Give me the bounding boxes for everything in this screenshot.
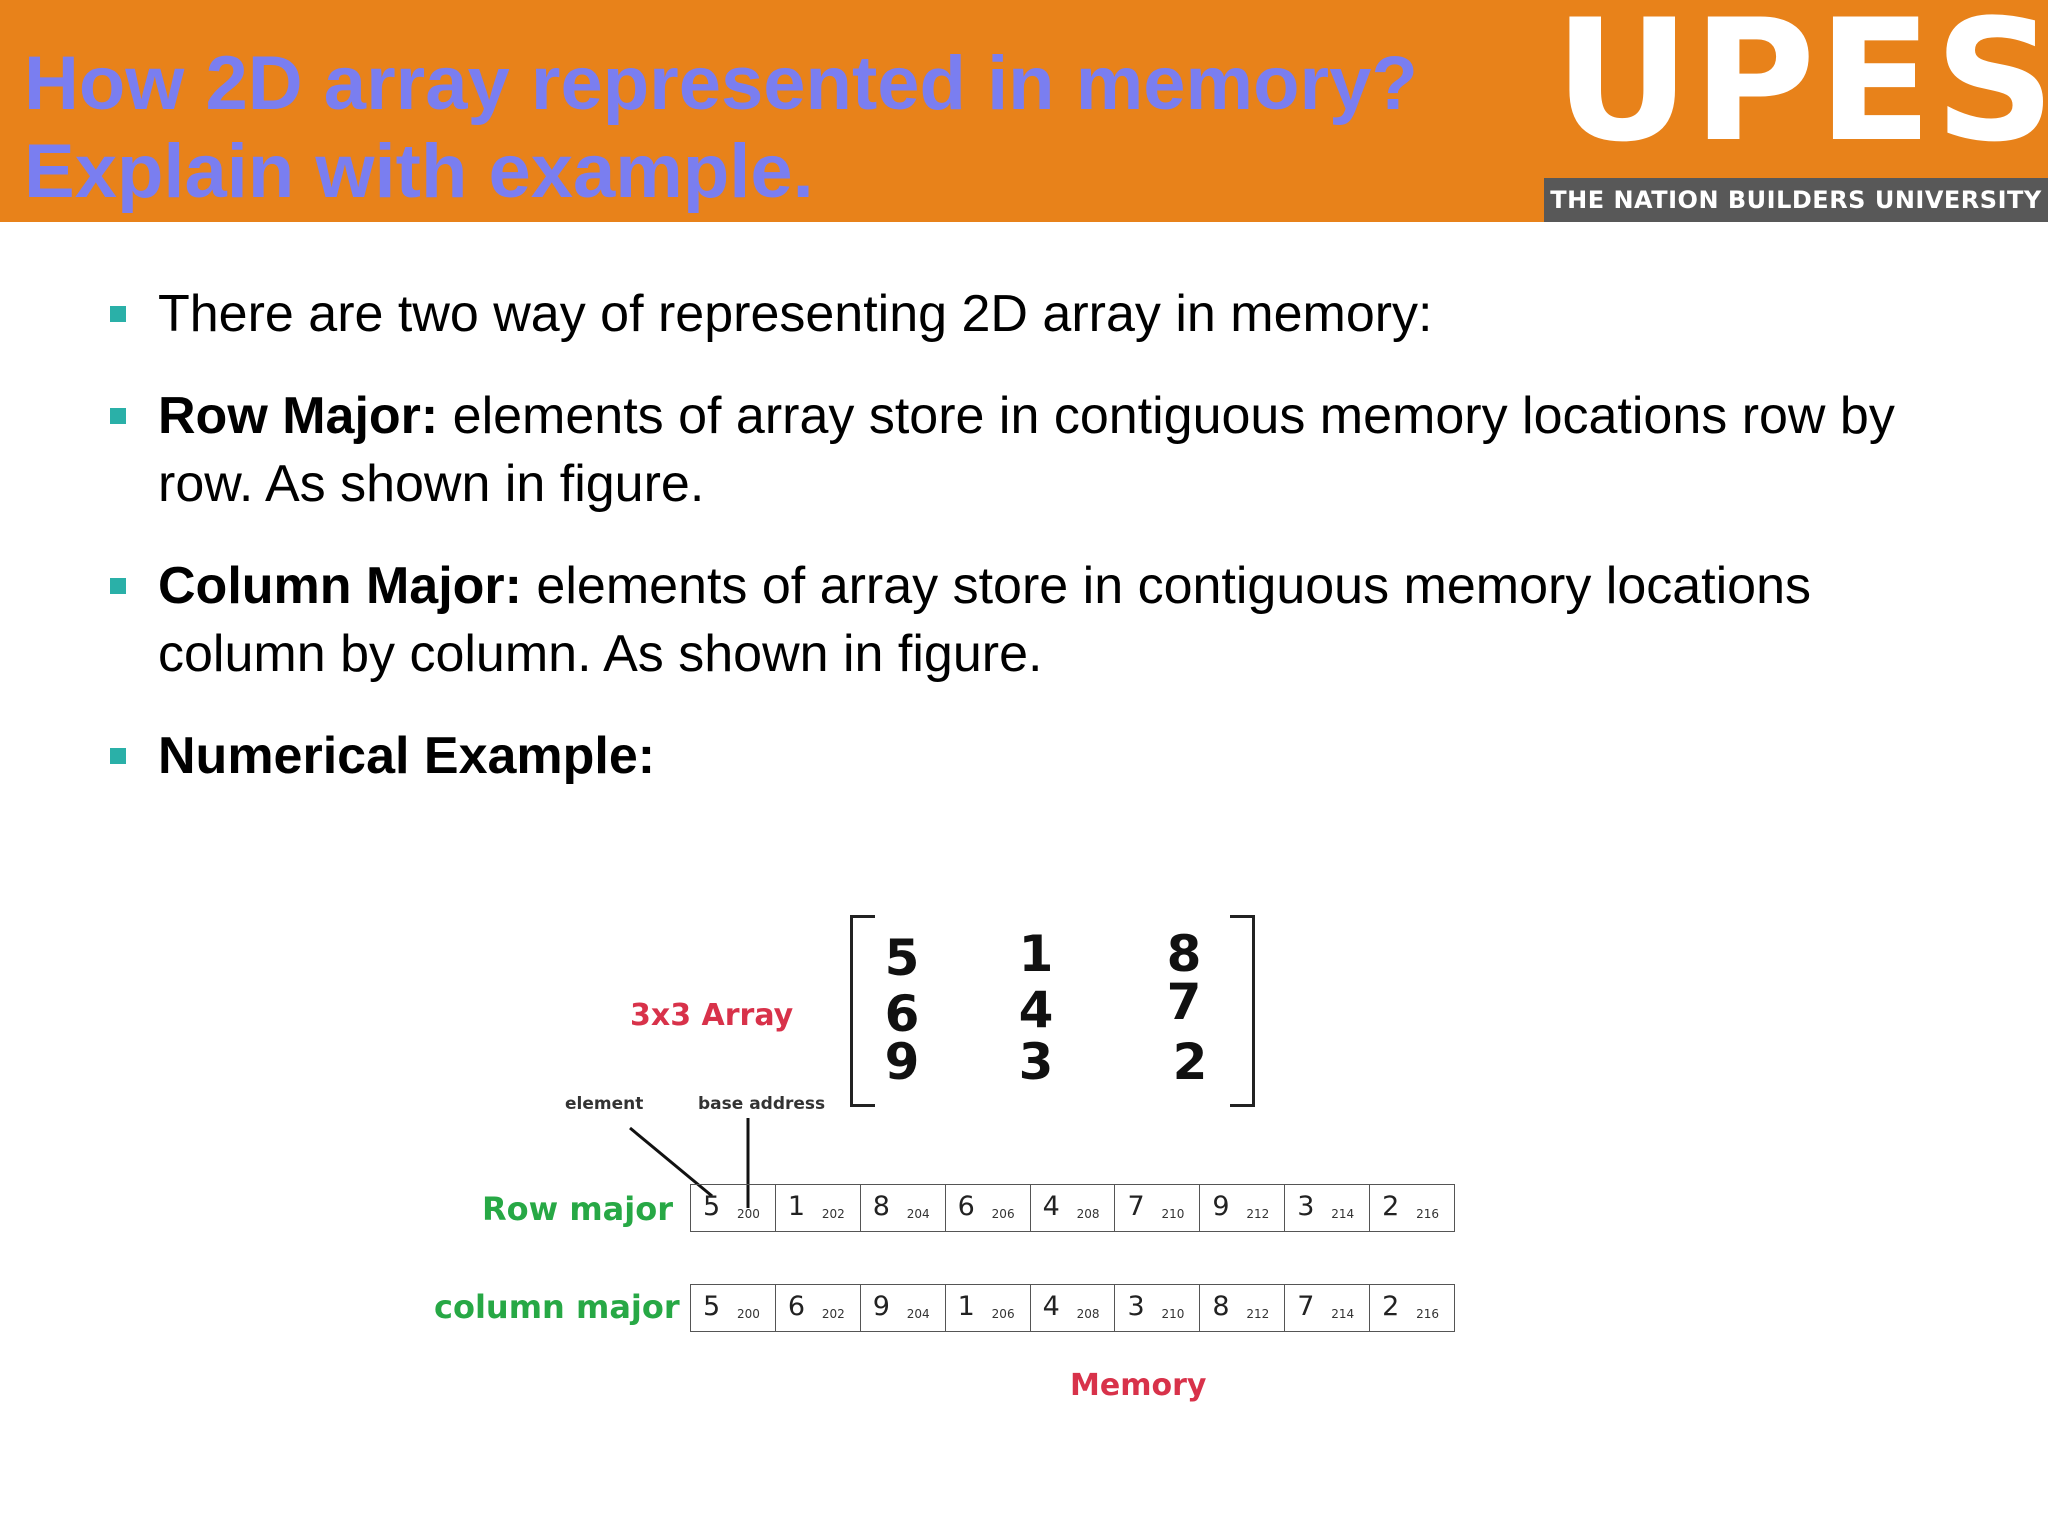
- memory-cell: 2 216: [1370, 1185, 1454, 1231]
- memory-cell-address: 206: [991, 1207, 1015, 1221]
- memory-cell-address: 200: [737, 1307, 760, 1321]
- matrix-right-bracket: [1230, 915, 1255, 1107]
- matrix-cell: 7: [1166, 973, 1202, 1031]
- memory-cell-value: 8: [1212, 1291, 1230, 1322]
- bullet-square-icon: [110, 578, 126, 594]
- logo-tagline: THE NATION BUILDERS UNIVERSITY: [1544, 178, 2048, 222]
- memory-cell-value: 2: [1382, 1291, 1400, 1322]
- bullet-bold: Numerical Example:: [158, 727, 656, 785]
- memory-cell: 3 210: [1115, 1285, 1201, 1331]
- memory-cell-address: 212: [1246, 1207, 1270, 1221]
- upes-logo: UPES THE NATION BUILDERS UNIVERSITY: [1544, 0, 2048, 222]
- bullet-list: There are two way of representing 2D arr…: [110, 280, 1990, 824]
- memory-cell-value: 9: [872, 1291, 890, 1322]
- bullet-square-icon: [110, 408, 126, 424]
- matrix-cell: 1: [1018, 925, 1054, 983]
- memory-cell: 9 204: [861, 1285, 946, 1331]
- memory-cell: 6 206: [946, 1185, 1031, 1231]
- element-label: element: [565, 1094, 644, 1114]
- memory-cell: 7 210: [1115, 1185, 1201, 1231]
- memory-cell-value: 6: [957, 1191, 975, 1222]
- memory-cell-value: 4: [1042, 1291, 1060, 1322]
- memory-cell-address: 202: [821, 1307, 845, 1321]
- bullet-bold: Column Major:: [158, 557, 522, 615]
- slide-title: How 2D array represented in memory? Expl…: [24, 40, 1418, 216]
- bullet-item: Row Major: elements of array store in co…: [110, 382, 1990, 518]
- matrix-cell: 9: [884, 1033, 920, 1091]
- memory-cell-address: 210: [1161, 1307, 1185, 1321]
- memory-cell-value: 1: [957, 1291, 975, 1322]
- slide-header: How 2D array represented in memory? Expl…: [0, 0, 1544, 222]
- matrix-cell: 5: [884, 929, 920, 987]
- memory-cell: 8 212: [1200, 1285, 1286, 1331]
- matrix-cell: 8: [1166, 925, 1202, 983]
- memory-cell-value: 9: [1212, 1191, 1230, 1222]
- bullet-square-icon: [110, 748, 126, 764]
- row-major-memory: 5 200 1 202 8 204 6 206 4 208 7 210 9 212 3 214 2 216: [690, 1184, 1455, 1232]
- memory-cell-value: 5: [703, 1191, 721, 1222]
- memory-cell-value: 8: [872, 1191, 890, 1222]
- matrix-cell: 3: [1018, 1033, 1054, 1091]
- matrix-cell: 4: [1018, 981, 1054, 1039]
- memory-cell-address: 202: [821, 1207, 845, 1221]
- memory-cell: 1 202: [776, 1185, 861, 1231]
- memory-cell: 1 206: [946, 1285, 1031, 1331]
- array-label: 3x3 Array: [630, 998, 794, 1033]
- memory-cell-value: 4: [1042, 1191, 1060, 1222]
- memory-cell: 4 208: [1031, 1185, 1116, 1231]
- memory-cell-address: 210: [1161, 1207, 1185, 1221]
- memory-cell-value: 7: [1297, 1291, 1315, 1322]
- logo-word: UPES: [1554, 0, 2048, 179]
- matrix-cell: 2: [1172, 1033, 1208, 1091]
- column-major-memory: 5 200 6 202 9 204 1 206 4 208 3 210 8 212 7 214 2 216: [690, 1284, 1455, 1332]
- memory-cell: 2 216: [1370, 1285, 1454, 1331]
- memory-cell-address: 204: [906, 1307, 930, 1321]
- memory-cell: 7 214: [1285, 1285, 1371, 1331]
- memory-cell-value: 3: [1127, 1291, 1145, 1322]
- matrix-left-bracket: [850, 915, 875, 1107]
- memory-cell-address: 208: [1076, 1307, 1100, 1321]
- bullet-bold: Row Major:: [158, 387, 439, 445]
- column-major-label: column major: [434, 1288, 680, 1326]
- memory-cell-address: 214: [1331, 1207, 1355, 1221]
- memory-cell: 3 214: [1285, 1185, 1371, 1231]
- memory-cell-value: 5: [703, 1291, 721, 1322]
- memory-cell: 5 200: [691, 1285, 776, 1331]
- row-major-label: Row major: [482, 1190, 673, 1228]
- memory-cell-value: 1: [787, 1191, 806, 1222]
- memory-cell-address: 216: [1416, 1207, 1440, 1221]
- bullet-text: elements of array store in contiguous me…: [158, 387, 1895, 513]
- matrix-cell: 6: [884, 985, 920, 1043]
- memory-cell: 8 204: [861, 1185, 946, 1231]
- memory-cell-address: 216: [1416, 1307, 1440, 1321]
- memory-cell: 5 200: [691, 1185, 776, 1231]
- title-line-1: How 2D array represented in memory?: [24, 41, 1418, 126]
- memory-cell-value: 3: [1297, 1191, 1315, 1222]
- memory-cell-address: 200: [737, 1207, 760, 1221]
- bullet-square-icon: [110, 306, 126, 322]
- base-address-label: base address: [698, 1094, 826, 1114]
- bullet-item: Numerical Example:: [110, 722, 1990, 790]
- bullet-text: There are two way of representing 2D arr…: [158, 285, 1433, 343]
- memory-cell: 9 212: [1200, 1185, 1286, 1231]
- memory-cell: 4 208: [1031, 1285, 1116, 1331]
- bullet-text: elements of array store in contiguous me…: [158, 557, 1812, 683]
- memory-caption: Memory: [1070, 1368, 1207, 1403]
- memory-cell-value: 7: [1127, 1191, 1145, 1222]
- memory-cell-address: 204: [906, 1207, 930, 1221]
- memory-cell-address: 206: [991, 1307, 1015, 1321]
- memory-cell-address: 214: [1331, 1307, 1355, 1321]
- bullet-item: Column Major: elements of array store in…: [110, 552, 1990, 688]
- memory-cell-value: 6: [787, 1291, 806, 1322]
- memory-cell-address: 212: [1246, 1307, 1270, 1321]
- memory-cell-value: 2: [1382, 1191, 1400, 1222]
- title-line-2: Explain with example.: [24, 129, 814, 214]
- bullet-item: There are two way of representing 2D arr…: [110, 280, 1990, 348]
- memory-cell: 6 202: [776, 1285, 861, 1331]
- memory-cell-address: 208: [1076, 1207, 1100, 1221]
